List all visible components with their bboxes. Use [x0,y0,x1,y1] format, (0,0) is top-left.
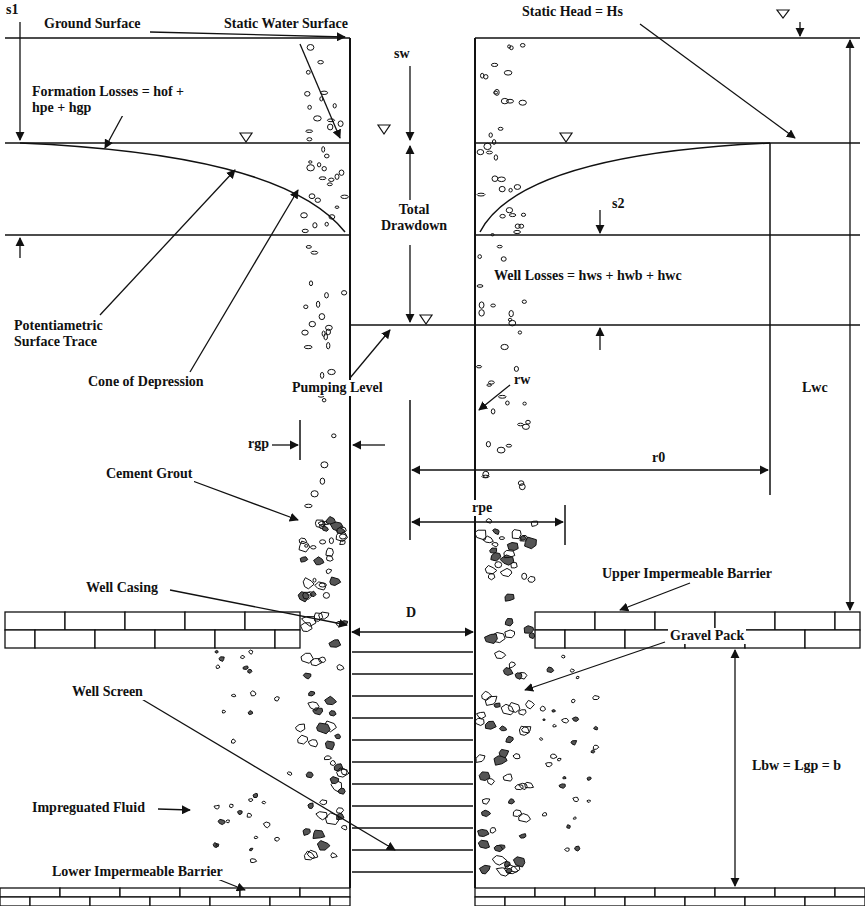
part-label: Well Screen [70,684,145,700]
drawdown-label: Total Drawdown [376,202,452,234]
gravel-pack [213,517,599,877]
barrier-label: Lower Impermeable Barrier [50,864,225,880]
cone-label: Cone of Depression [86,374,206,390]
trace-label: Potentiametric Surface Trace [12,318,126,350]
level-label: Pumping Level [290,380,385,396]
dimension-symbol: D [404,605,418,621]
cement-grout [301,44,531,599]
dimension-symbol: rw [512,372,532,388]
impermeable-barrier [0,612,865,906]
barrier-label: Upper Impermeable Barrier [600,566,774,582]
material-label: Gravel Pack [668,628,746,644]
dimension-symbol: rpe [470,500,494,516]
callout-symbol: sw [392,46,412,62]
loss-label: Well Losses = hws + hwb + hwc [492,268,684,284]
material-label: Impreguated Fluid [30,800,147,816]
surface-label: Static Water Surface [222,16,350,32]
dimension-symbol: Lbw = Lgp = b [750,758,843,774]
loss-label: Formation Losses = hof + hpe + hgp [30,84,209,116]
dimension-symbol: Lwc [800,380,830,396]
dimension-symbol: r0 [650,450,667,466]
well-screen-slots [352,652,473,872]
callout-symbol: s1 [4,2,20,18]
part-label: Well Casing [84,580,160,596]
dimension-symbol: rgp [246,436,271,452]
surface-label: Ground Surface [42,16,143,32]
head-label: Static Head = Hs [520,4,625,20]
material-label: Cement Grout [104,466,194,482]
callout-symbol: s2 [610,196,626,212]
